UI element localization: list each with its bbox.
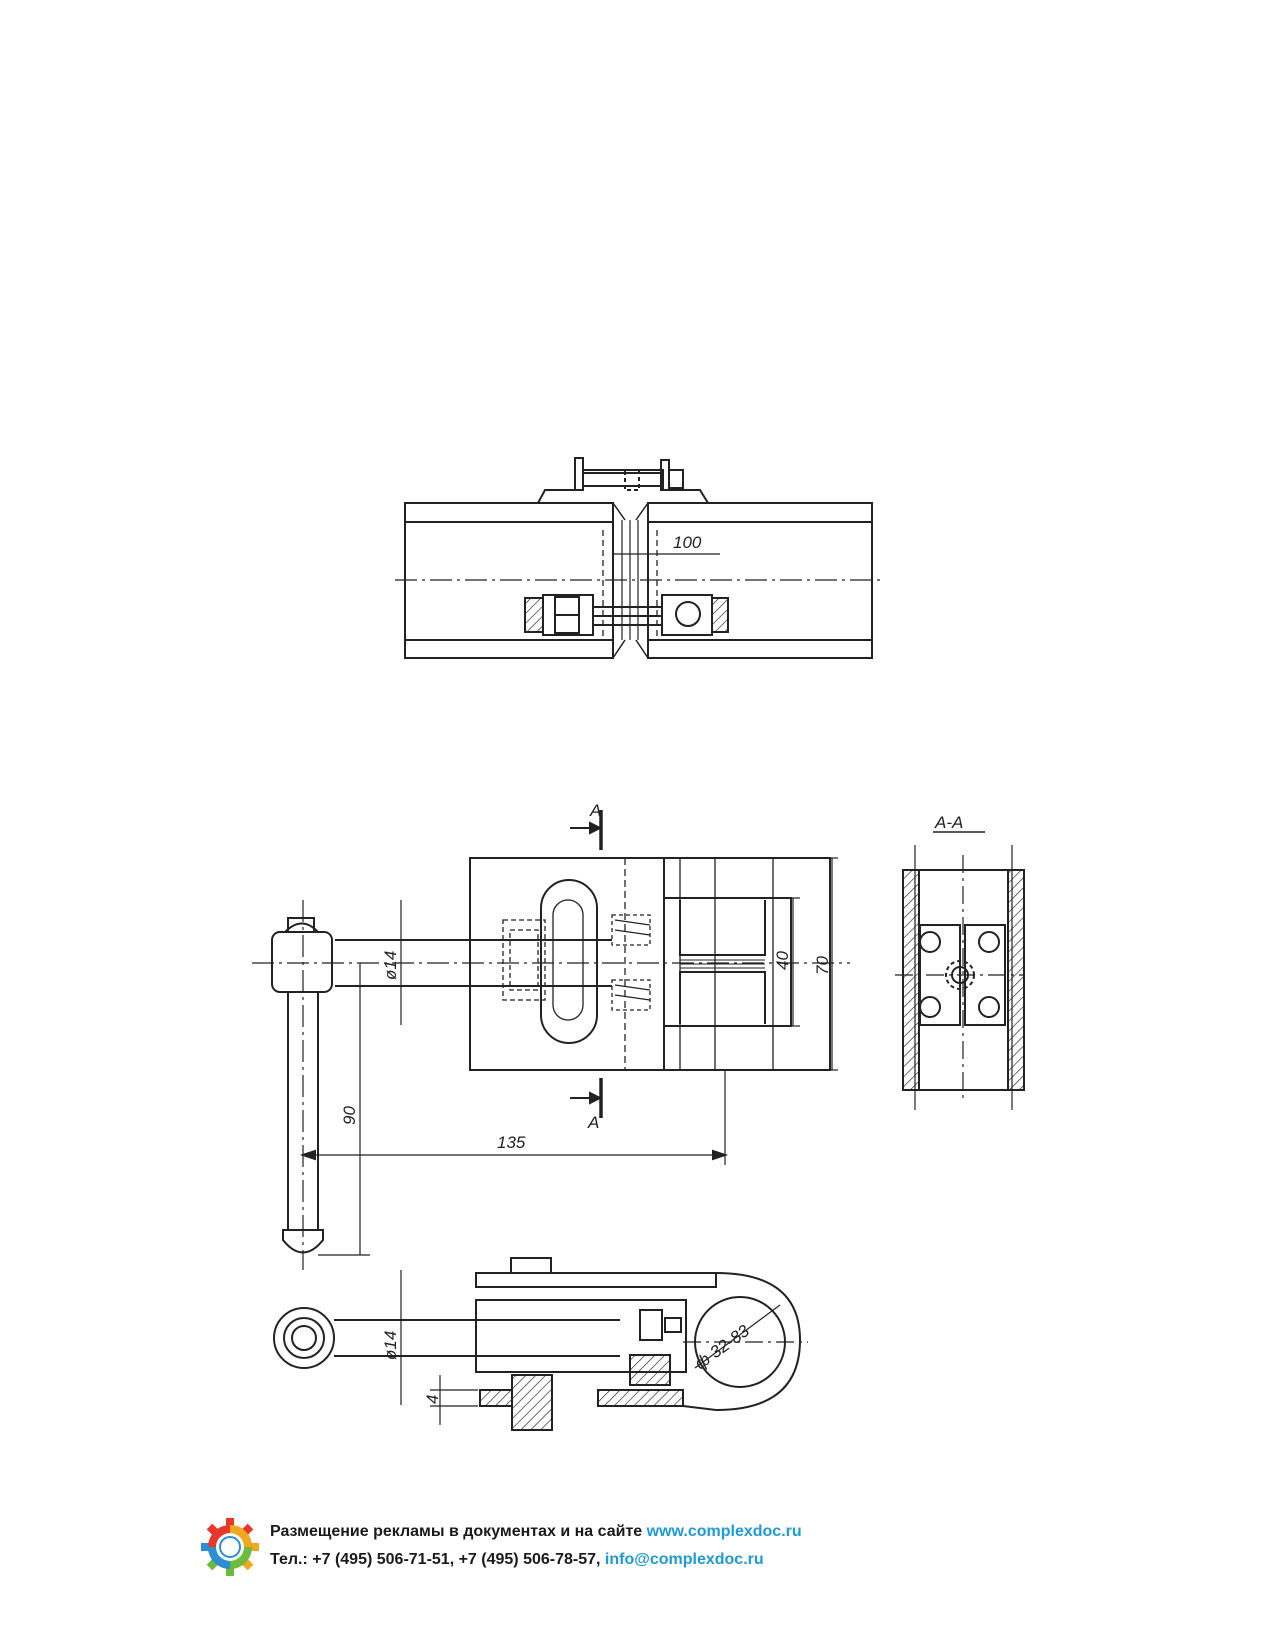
bottom-dim-d14-label: ø14 xyxy=(381,1331,400,1360)
footer-line-1: Размещение рекламы в документах и на сай… xyxy=(270,1523,802,1541)
footer-email-link[interactable]: info@complexdoc.ru xyxy=(604,1551,764,1568)
section-aa-title: A-A xyxy=(934,813,963,832)
section-aa-view xyxy=(895,831,1025,1110)
dim-d32-83-label: ф 32-83 xyxy=(691,1321,753,1373)
main-view xyxy=(252,810,850,1270)
dim-70-label: 70 xyxy=(813,956,832,975)
footer-site-link[interactable]: www.complexdoc.ru xyxy=(646,1523,802,1540)
dim-d14-label: ø14 xyxy=(381,951,400,980)
ad-footer: Размещение рекламы в документах и на сай… xyxy=(200,1517,880,1577)
footer-line-2: Тел.: +7 (495) 506-71-51, +7 (495) 506-7… xyxy=(270,1551,764,1569)
dim-100-label: 100 xyxy=(673,533,702,552)
bottom-view xyxy=(273,1257,808,1431)
section-mark-bottom: A xyxy=(587,1113,599,1132)
section-mark-top: A xyxy=(589,801,601,820)
top-view xyxy=(395,457,885,659)
footer-phone-text: Тел.: +7 (495) 506-71-51, +7 (495) 506-7… xyxy=(270,1551,605,1568)
dim-40-label: 40 xyxy=(773,951,792,970)
dim-135-label: 135 xyxy=(497,1133,526,1152)
gear-logo-icon xyxy=(201,1518,259,1576)
bottom-dim-4-label: 4 xyxy=(423,1395,442,1404)
dim-90-label: 90 xyxy=(340,1106,359,1125)
footer-ad-text: Размещение рекламы в документах и на сай… xyxy=(270,1523,647,1540)
